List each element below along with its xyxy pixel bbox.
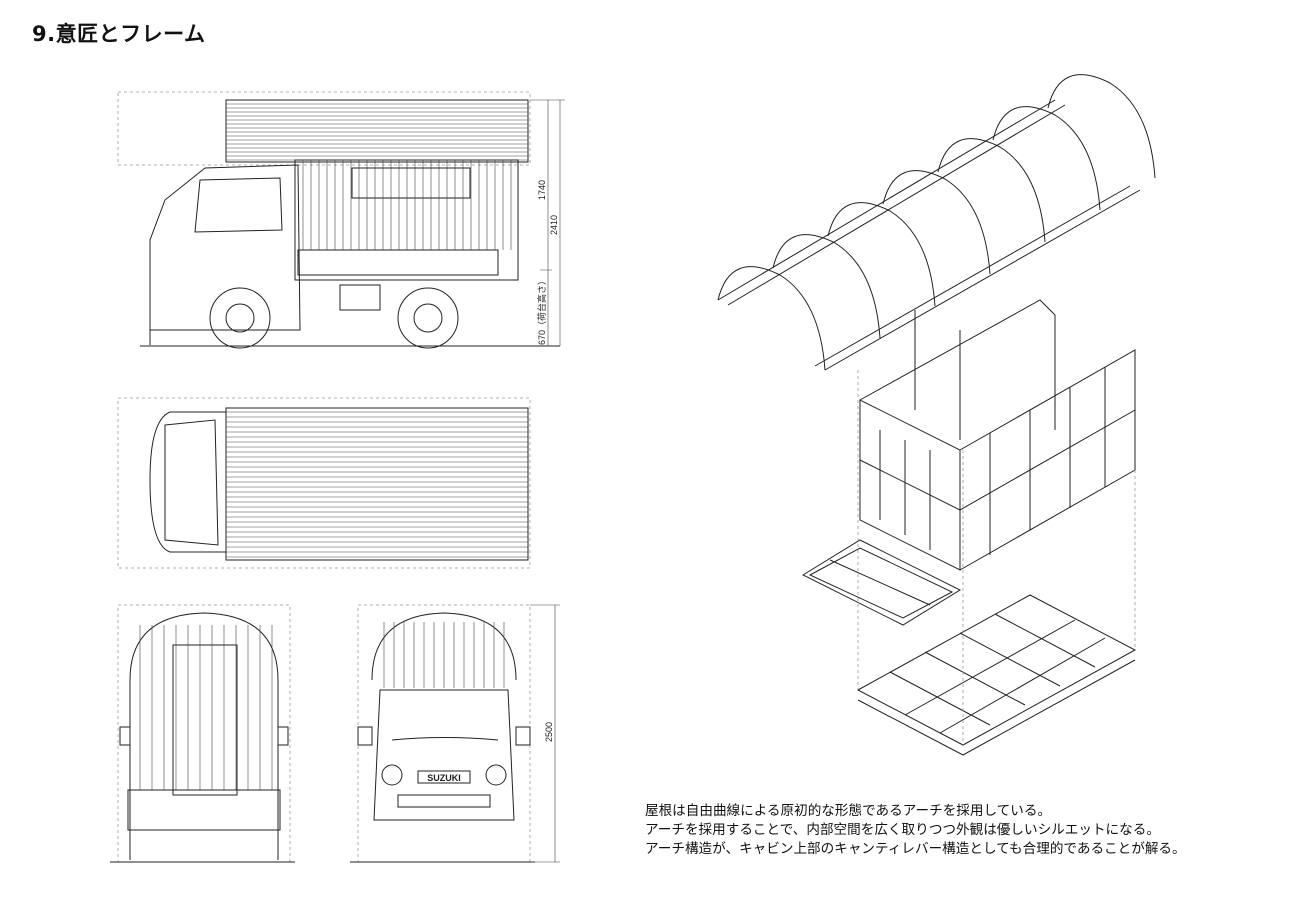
roof-arch-rib — [717, 266, 826, 371]
roof-arch-rib — [772, 234, 881, 339]
description-text: 屋根は自由曲線による原初的な形態であるアーチを採用している。 アーチを採用するこ… — [645, 802, 1186, 859]
roof-arch-rib — [937, 138, 1046, 243]
rear-elevation — [110, 604, 295, 863]
roof-arch-rib — [827, 202, 936, 307]
caption-line: アーチ構造が、キャビン上部のキャンティレバー構造としても合理的であることが解る。 — [645, 841, 1186, 857]
caption-line: アーチを採用することで、内部空間を広く取りつつ外観は優しいシルエットになる。 — [645, 822, 1160, 838]
dim-1740: 1740 — [537, 180, 547, 200]
suzuki-badge: SUZUKI — [427, 773, 461, 783]
side-elevation: 1740 2410 670（荷台高さ） — [117, 91, 565, 349]
plan-view — [117, 397, 531, 569]
roof-arch-rib — [1047, 74, 1156, 179]
caption-line: 屋根は自由曲線による原初的な形態であるアーチを採用している。 — [645, 803, 1052, 819]
dim-2410: 2410 — [549, 215, 559, 235]
roof-arch-rib — [882, 170, 991, 275]
roof-arch-rib — [992, 106, 1101, 211]
exploded-frame-axonometric — [717, 74, 1156, 756]
page-title: 9.意匠とフレーム — [32, 22, 206, 46]
dim-670: 670（荷台高さ） — [536, 276, 547, 345]
front-elevation: SUZUKI 2500 — [350, 604, 560, 863]
dim-2500: 2500 — [544, 722, 554, 742]
